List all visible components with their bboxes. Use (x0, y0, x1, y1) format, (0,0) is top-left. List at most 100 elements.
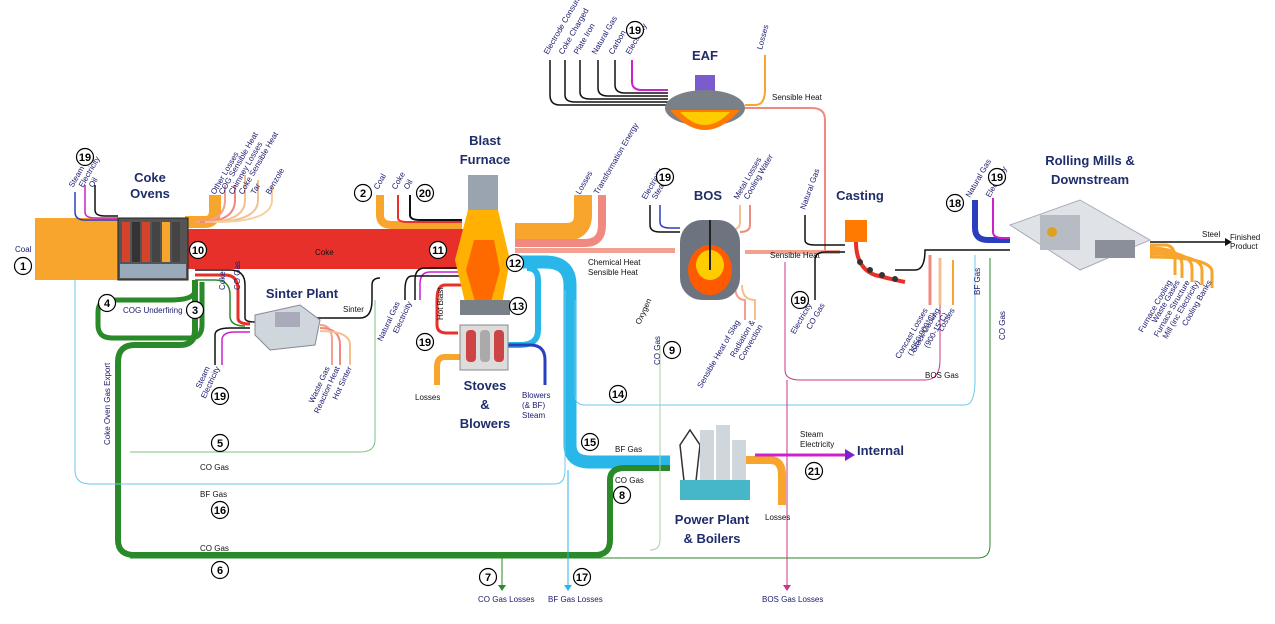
bf-gas-flow (515, 255, 670, 469)
svg-text:4: 4 (104, 298, 111, 310)
step-number-3: 3 (185, 300, 205, 320)
svg-text:20: 20 (419, 188, 431, 200)
sensible-heat-label-bos: Sensible Heat (770, 251, 821, 260)
svg-text:2: 2 (360, 188, 366, 200)
step-number-8: 8 (612, 485, 632, 505)
svg-text:19: 19 (214, 391, 226, 403)
coke-oven-output-flow (185, 195, 221, 228)
co-gas-losses-label: CO Gas Losses (478, 595, 534, 604)
step-number-21: 21 (804, 461, 824, 481)
hot-blast-label: Hot Blast (436, 287, 445, 320)
bf-output-label-1: Transformation Energy (592, 121, 640, 196)
coke-oven-icon (117, 217, 189, 281)
co-gas-v-label: CO Gas (653, 336, 662, 365)
step-number-20: 20 (415, 183, 435, 203)
step-number-19-2: 19 (655, 167, 675, 187)
step-number-19-3: 19 (415, 332, 435, 352)
coal-flow (35, 218, 120, 280)
svg-text:3: 3 (192, 305, 198, 317)
power-plant-title: Power Plant& Boilers (675, 512, 750, 546)
bos-gas-losses-label: BOS Gas Losses (762, 595, 823, 604)
step-number-18: 18 (945, 193, 965, 213)
svg-text:19: 19 (419, 337, 431, 349)
co-gas-v2-label: CO Gas (998, 311, 1007, 340)
coke-oven-input-label-2: Oil (87, 176, 100, 189)
eaf-icon (665, 75, 745, 130)
step-number-13: 13 (508, 296, 528, 316)
step-number-5: 5 (210, 433, 230, 453)
svg-text:12: 12 (509, 258, 521, 270)
coke-oven-output-label-5: Benzole (264, 166, 287, 196)
co-gas-label-3: CO Gas (615, 476, 644, 485)
bos-title: BOS (694, 188, 723, 203)
casting-input-label-0: Natural Gas (798, 167, 821, 210)
svg-text:8: 8 (619, 490, 625, 502)
svg-text:19: 19 (79, 152, 91, 164)
eaf-title: EAF (692, 48, 718, 63)
cog-flow (115, 280, 670, 558)
bf-gas-v-label: BF Gas (973, 268, 982, 295)
step-number-14: 14 (608, 384, 628, 404)
svg-text:14: 14 (612, 389, 625, 401)
svg-text:19: 19 (629, 25, 641, 37)
step-number-6: 6 (210, 560, 230, 580)
bf-input-label-2: Oil (402, 178, 415, 191)
bf-input-label-0: Coal (372, 172, 388, 191)
svg-text:17: 17 (576, 572, 588, 584)
step-number-4: 4 (97, 293, 117, 313)
step-number-19-6: 19 (987, 167, 1007, 187)
coke-flow-label: Coke (315, 248, 334, 257)
coke-flow (180, 229, 465, 269)
coke-oven-gas-export-label: Coke Oven Gas Export (103, 362, 112, 445)
sinter-plant-title: Sinter Plant (266, 286, 339, 301)
svg-text:6: 6 (217, 565, 223, 577)
svg-text:1: 1 (20, 261, 26, 273)
step-number-12: 12 (505, 253, 525, 273)
step-number-19-0: 19 (75, 147, 95, 167)
step-number-2: 2 (353, 183, 373, 203)
casting-title: Casting (836, 188, 884, 203)
casting-icon (845, 220, 906, 284)
bos-icon (680, 220, 740, 300)
cog-underfiring-label: COG Underfiring (123, 306, 183, 315)
svg-text:21: 21 (808, 466, 820, 478)
svg-text:19: 19 (659, 172, 671, 184)
step-number-16: 16 (210, 500, 230, 520)
coal-label: Coal (15, 245, 32, 254)
step-number-1: 1 (13, 256, 33, 276)
rolling-mills-title: Rolling Mills &Downstream (1045, 153, 1135, 187)
chemical-heat-label: Chemical Heat (588, 258, 641, 267)
sensible-heat-label-bf: Sensible Heat (588, 268, 639, 277)
svg-text:15: 15 (584, 437, 596, 449)
co-gas-label-2: CO Gas (200, 544, 229, 553)
step-number-17: 17 (572, 567, 592, 587)
stoves-title: Stoves&Blowers (460, 378, 511, 431)
step-number-19-1: 19 (625, 20, 645, 40)
oxygen-label: Oxygen (634, 297, 654, 326)
svg-text:5: 5 (217, 438, 223, 450)
blast-furnace-icon (455, 175, 510, 315)
step-number-19-4: 19 (210, 386, 230, 406)
svg-text:11: 11 (432, 245, 444, 257)
step-number-10: 10 (188, 240, 208, 260)
stoves-losses-label: Losses (415, 393, 440, 402)
sinter-input-label-1: CO Gas (233, 261, 242, 290)
svg-text:9: 9 (669, 345, 675, 357)
bf-gas-label-1: BF Gas (200, 490, 227, 499)
svg-text:19: 19 (991, 172, 1003, 184)
steel-label: Steel (1202, 230, 1220, 239)
bf-gas-losses-label: BF Gas Losses (548, 595, 603, 604)
step-number-19-5: 19 (790, 290, 810, 310)
sinter-label: Sinter (343, 305, 364, 314)
svg-text:10: 10 (192, 245, 204, 257)
step-number-15: 15 (580, 432, 600, 452)
stoves-icon (459, 324, 509, 371)
svg-text:18: 18 (949, 198, 961, 210)
bos-gas-label: BOS Gas (925, 371, 959, 380)
step-number-7: 7 (478, 567, 498, 587)
